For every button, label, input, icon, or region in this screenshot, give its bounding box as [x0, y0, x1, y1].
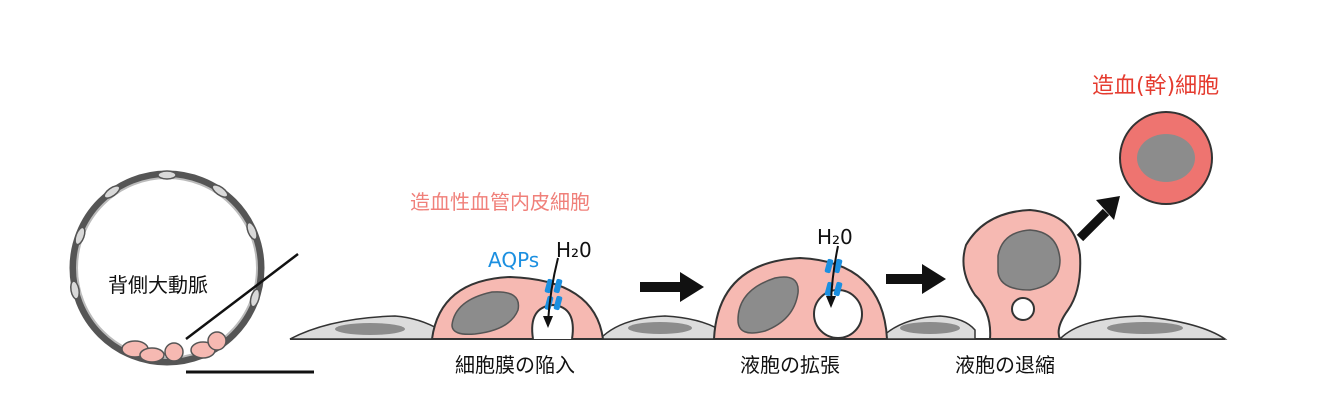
step2-water-arrowhead [826, 296, 836, 308]
hsc-nucleus [1137, 134, 1195, 182]
water-label-1: H₂0 [556, 238, 592, 262]
hematopoietic-cell [1119, 111, 1213, 205]
aorta-wall-nuclei [70, 170, 261, 308]
step3-nucleus [997, 229, 1061, 291]
aorta-wall [69, 170, 265, 366]
zoom-line-upper [185, 253, 299, 340]
process-arrow-2 [886, 264, 946, 294]
dorsal-aorta-label: 背側大動脈 [108, 273, 208, 297]
step3-vacuole [1011, 297, 1035, 321]
step2-label: 液胞の拡張 [740, 353, 840, 377]
process-arrow-3 [1076, 196, 1120, 242]
step2-nucleus [737, 276, 799, 334]
step1-invagination [531, 303, 574, 340]
water-label-2: H₂0 [817, 225, 853, 249]
hematopoietic-cell-label: 造血(幹)細胞 [1092, 74, 1219, 99]
step3-cell [962, 208, 1082, 340]
dorsal-aorta-cross-section: 背側大動脈 [69, 170, 314, 374]
step1-cell [430, 257, 605, 340]
process-arrow-1 [640, 272, 704, 302]
flat-cell-nuclei [335, 322, 1183, 335]
step1-water-arrowhead [543, 316, 553, 328]
hemogenic-endothelium-label: 造血性血管内皮細胞 [410, 190, 590, 214]
aorta-budding-cells [121, 331, 227, 363]
step1-nucleus [451, 291, 520, 336]
step1-label: 細胞膜の陥入 [455, 353, 575, 377]
step3-label: 液胞の退縮 [955, 353, 1055, 377]
step2-cell [712, 245, 889, 340]
aqps-label: AQPs [488, 248, 539, 272]
step2-vacuole [813, 289, 863, 339]
